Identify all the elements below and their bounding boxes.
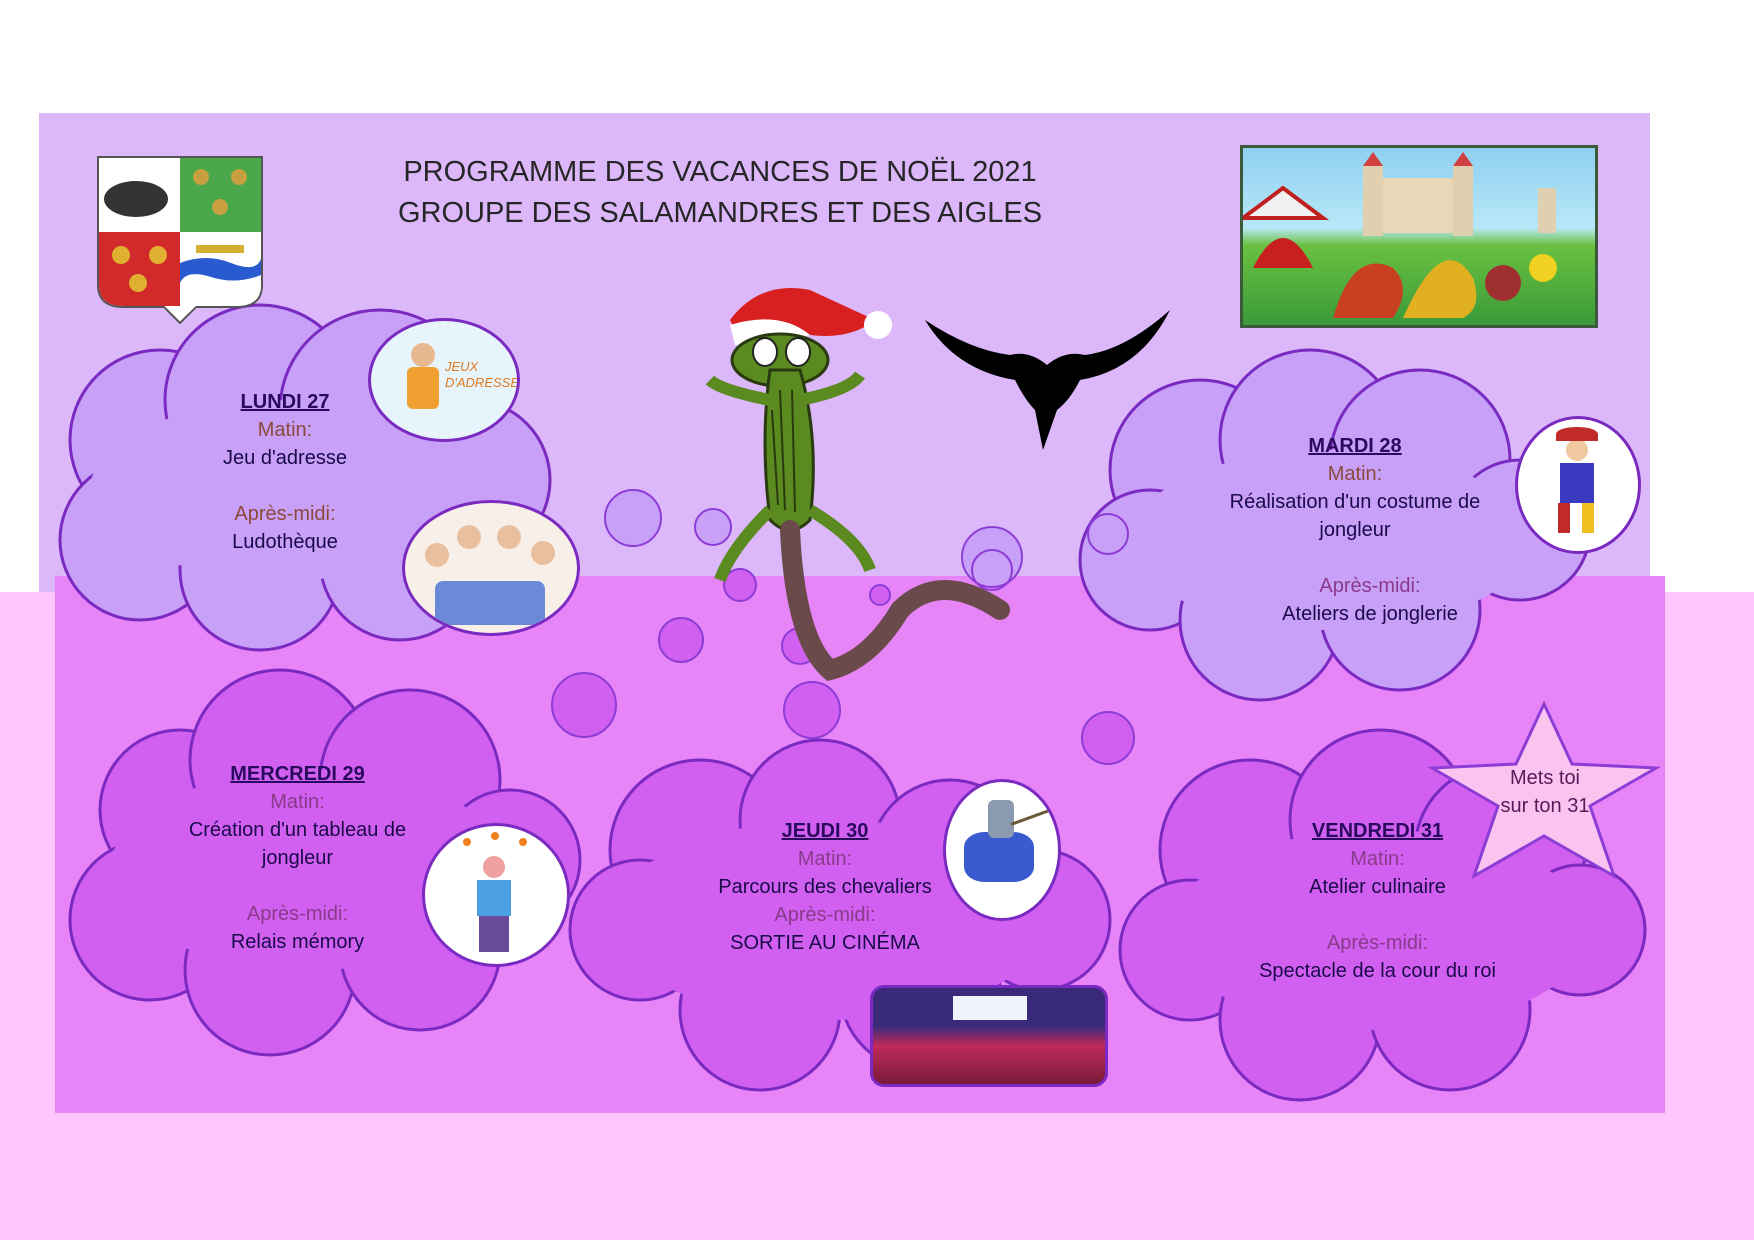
cinema-picture: [870, 985, 1108, 1087]
jeudi-morning-activity: Parcours des chevaliers: [718, 876, 932, 898]
mercredi-day-title: MERCREDI 29: [230, 763, 365, 785]
title-line-2: GROUPE DES SALAMANDRES ET DES AIGLES: [397, 197, 1043, 229]
page-title: PROGRAMME DES VACANCES DE NOËL 2021 GROU…: [360, 152, 1080, 234]
title-line-1: PROGRAMME DES VACANCES DE NOËL 2021: [403, 156, 1037, 188]
jeu-adresse-sign-line-2: D'ADRESSE: [445, 375, 520, 390]
ludotheque-picture: [402, 500, 580, 636]
jeudi-afternoon-activity: SORTIE AU CINÉMA: [730, 932, 920, 954]
mardi-morning-activity-line-2: jongleur: [1319, 519, 1391, 541]
mercredi-afternoon-label: Après-midi:: [246, 903, 349, 925]
lundi-morning-activity: Jeu d'adresse: [223, 447, 347, 469]
juggler-picture: [422, 823, 570, 967]
lundi-day-title: LUNDI 27: [240, 391, 330, 413]
lundi-afternoon-label: Après-midi:: [234, 503, 336, 525]
vendredi-morning-label: Matin:: [1350, 848, 1405, 870]
jeu-adresse-picture: JEUX D'ADRESSE: [368, 318, 520, 442]
mercredi-block: MERCREDI 29 Matin: Création d'un tableau…: [165, 760, 430, 956]
jester-picture: [1515, 416, 1641, 554]
vendredi-afternoon-label: Après-midi:: [1326, 932, 1429, 954]
mardi-afternoon-activity: Ateliers de jonglerie: [1282, 603, 1458, 625]
mardi-morning-label: Matin:: [1327, 463, 1383, 485]
vendredi-morning-activity: Atelier culinaire: [1309, 876, 1446, 898]
salamander-illustration: [705, 288, 1010, 681]
mardi-block: MARDI 28 Matin: Réalisation d'un costume…: [1200, 432, 1510, 628]
lundi-morning-label: Matin:: [257, 419, 313, 441]
jeu-adresse-sign-line-1: JEUX: [445, 359, 479, 374]
mercredi-afternoon-activity: Relais mémory: [230, 931, 365, 953]
mercredi-morning-activity-line-2: jongleur: [261, 847, 334, 869]
mardi-day-title: MARDI 28: [1308, 435, 1402, 457]
lundi-afternoon-activity: Ludothèque: [232, 531, 338, 553]
mercredi-morning-activity-line-1: Création d'un tableau de: [188, 819, 407, 841]
cloud-lundi: [58, 303, 552, 652]
jeudi-afternoon-label: Après-midi:: [774, 904, 876, 926]
castle-picture: [1240, 145, 1598, 328]
vendredi-afternoon-activity: Spectacle de la cour du roi: [1259, 960, 1496, 982]
mercredi-morning-label: Matin:: [270, 791, 325, 813]
lundi-block: LUNDI 27 Matin: Jeu d'adresse Après-midi…: [165, 388, 405, 556]
jeudi-day-title: JEUDI 30: [781, 820, 869, 842]
jeudi-morning-label: Matin:: [797, 848, 853, 870]
mardi-morning-activity-line-1: Réalisation d'un costume de: [1229, 491, 1481, 513]
vendredi-block: VENDREDI 31 Matin: Atelier culinaire Apr…: [1235, 817, 1520, 985]
eagle-silhouette: [925, 310, 1170, 450]
star-line-2: sur ton 31: [1500, 795, 1590, 817]
star-shape: [1428, 700, 1660, 880]
cloud-mardi: [1078, 348, 1592, 702]
star-line-1: Mets toi: [1509, 767, 1581, 789]
vendredi-day-title: VENDREDI 31: [1311, 820, 1444, 842]
coat-of-arms-logo: [97, 156, 263, 325]
knight-picture: [943, 779, 1061, 921]
thought-bubbles-lower: [551, 568, 1135, 765]
thought-bubbles: [604, 489, 1129, 591]
mardi-afternoon-label: Après-midi:: [1319, 575, 1421, 597]
star-text: Mets toi sur ton 31: [1460, 764, 1630, 820]
cloud-vendredi: [1118, 728, 1647, 1102]
jeudi-block: JEUDI 30 Matin: Parcours des chevaliers …: [695, 817, 955, 957]
